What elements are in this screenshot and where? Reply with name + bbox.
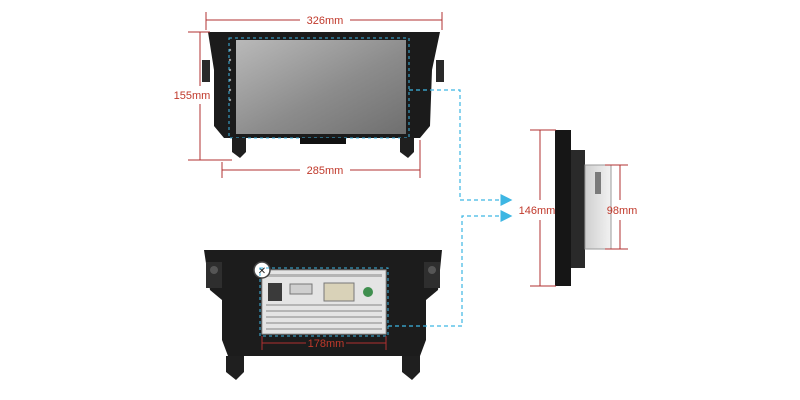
side-frame	[571, 150, 585, 268]
side-chassis-port	[595, 172, 601, 194]
front-right-tab	[436, 60, 444, 82]
front-bottom-lip	[300, 138, 346, 144]
dim-side-body: 98mm	[605, 164, 638, 250]
rear-connector-3	[323, 282, 355, 302]
dim-label-front-width: 326mm	[307, 15, 344, 27]
dim-front-height: 155mm	[174, 31, 232, 161]
dim-label-front-height: 155mm	[174, 90, 211, 102]
rear-chassis	[261, 269, 387, 335]
dim-front-width: 326mm	[205, 12, 443, 30]
front-bracket-right	[400, 138, 414, 158]
rear-connector-4	[363, 287, 373, 297]
rear-badge-icon	[253, 261, 271, 279]
dim-label-rear-width: 178mm	[308, 338, 345, 350]
dim-bezel-bottom: 285mm	[221, 140, 421, 178]
rear-vents	[266, 274, 382, 330]
side-view	[555, 130, 612, 286]
front-bracket-left	[232, 138, 246, 158]
dim-label-side-height: 146mm	[519, 205, 556, 217]
dim-side-height: 146mm	[519, 129, 556, 287]
rear-chassis-outline	[259, 267, 389, 337]
side-bezel	[555, 130, 571, 286]
guide-line-rear-to-side	[388, 210, 513, 327]
front-screen	[236, 40, 406, 134]
dim-label-bezel-bottom: 285mm	[307, 165, 344, 177]
rear-leg-left	[226, 356, 244, 380]
guide-line-front-to-side	[409, 89, 513, 206]
dim-label-side-body: 98mm	[607, 205, 638, 217]
front-view	[202, 32, 444, 158]
rear-tab-right	[424, 262, 440, 288]
front-left-tab	[202, 60, 210, 82]
rear-tab-left	[206, 262, 222, 288]
rear-view: ✕	[204, 250, 442, 380]
rear-connector-1	[268, 283, 282, 301]
rear-connector-2	[289, 283, 313, 295]
dim-rear-width: 178mm	[261, 336, 387, 350]
rear-screw-right	[428, 266, 436, 274]
guide-lines	[388, 89, 513, 327]
rear-leg-right	[402, 356, 420, 380]
svg-text:✕: ✕	[258, 266, 266, 277]
rear-screw-left	[210, 266, 218, 274]
front-screen-outline	[228, 37, 410, 139]
